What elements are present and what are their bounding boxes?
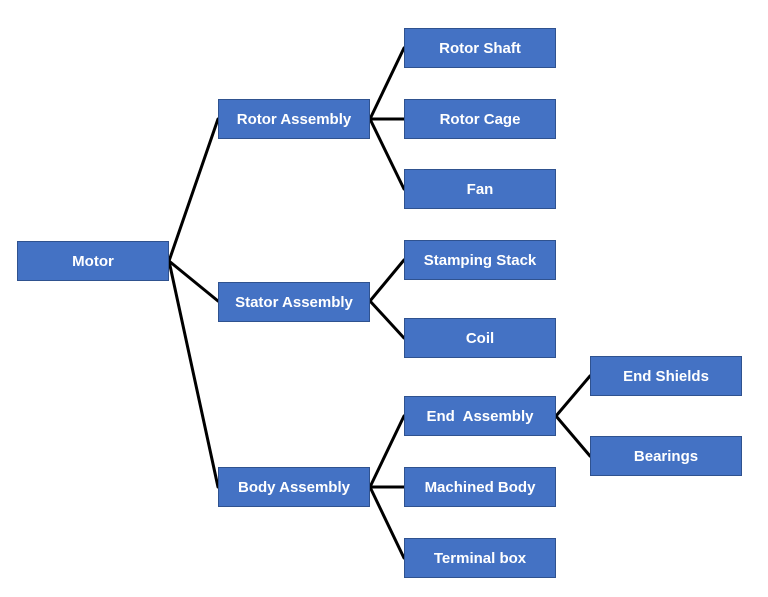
node-motor: Motor [17,241,169,281]
node-end-assembly: End Assembly [404,396,556,436]
node-terminal-box: Terminal box [404,538,556,578]
connector-body-assembly-terminal-box [368,485,406,560]
connector-end-assembly-end-shields [554,374,592,418]
connector-stator-assembly-coil [368,299,406,340]
node-body-assembly: Body Assembly [218,467,370,507]
node-bearings: Bearings [590,436,742,476]
node-coil: Coil [404,318,556,358]
node-end-shields: End Shields [590,356,742,396]
node-rotor-cage: Rotor Cage [404,99,556,139]
connector-motor-body-assembly [167,259,220,489]
connector-motor-stator-assembly [167,259,220,303]
node-stamping-stack: Stamping Stack [404,240,556,280]
connector-motor-rotor-assembly [167,117,220,263]
node-rotor-shaft: Rotor Shaft [404,28,556,68]
connector-stator-assembly-stamping-stack [368,258,406,303]
node-machined-body: Machined Body [404,467,556,507]
connector-rotor-assembly-rotor-shaft [368,46,406,121]
connector-rotor-assembly-fan [368,117,406,191]
node-rotor-assembly: Rotor Assembly [218,99,370,139]
node-stator-assembly: Stator Assembly [218,282,370,322]
connector-body-assembly-end-assembly [368,414,406,489]
node-fan: Fan [404,169,556,209]
connector-end-assembly-bearings [554,414,592,458]
